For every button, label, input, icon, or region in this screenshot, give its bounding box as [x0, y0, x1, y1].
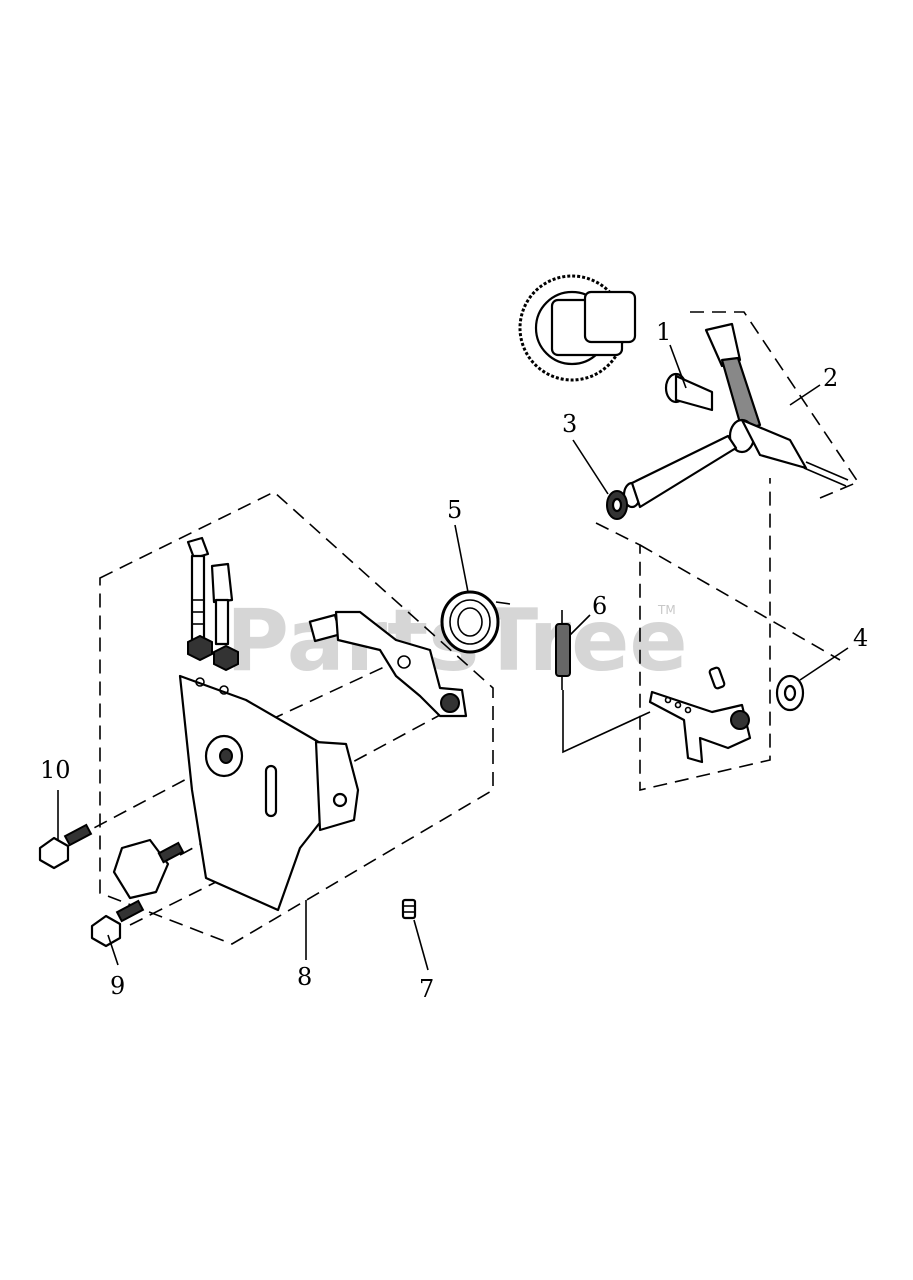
- torsion-spring-part-5: [440, 590, 511, 654]
- adjustment-knob: [112, 838, 185, 900]
- watermark-trademark: TM: [657, 603, 676, 617]
- bolt-part-10: [38, 823, 93, 870]
- governor-arm-part-2: [704, 322, 849, 487]
- callout-2: 2: [823, 364, 838, 392]
- governor-shaft-part-1: [664, 372, 714, 412]
- callout-5: 5: [447, 496, 462, 524]
- callout-8: 8: [297, 963, 312, 991]
- throttle-lever: [308, 610, 468, 718]
- callout-7: 7: [419, 975, 434, 1003]
- callout-10: 10: [40, 756, 71, 784]
- governor-lever: [648, 666, 752, 764]
- callout-6: 6: [592, 592, 607, 620]
- callout-3: 3: [562, 410, 577, 438]
- bolt-alignment-line-10: [74, 755, 231, 839]
- washer-part-4: [775, 674, 805, 712]
- callout-9: 9: [110, 972, 125, 1000]
- callout-1: 1: [656, 318, 671, 346]
- washer-part-3: [606, 490, 628, 520]
- bracket-bolts: [186, 536, 239, 672]
- governor-gear: [518, 274, 637, 382]
- bracket-assembly-boundary: [99, 491, 494, 945]
- leader-lines: [57, 344, 849, 971]
- shaft-alignment-line: [639, 544, 841, 661]
- callout-labels: 1 2 3 4 5 6 7 8 9 10: [40, 318, 868, 1003]
- bolt-part-9: [90, 899, 145, 948]
- bracket-lever-alignment-line: [269, 654, 411, 721]
- callout-4: 4: [853, 624, 868, 652]
- clip-part-7: [401, 898, 417, 920]
- control-bracket-part-8: [178, 674, 360, 912]
- cross-shaft: [622, 434, 738, 509]
- lever-assembly-boundary: [595, 478, 771, 792]
- spring-part-6: [555, 610, 651, 754]
